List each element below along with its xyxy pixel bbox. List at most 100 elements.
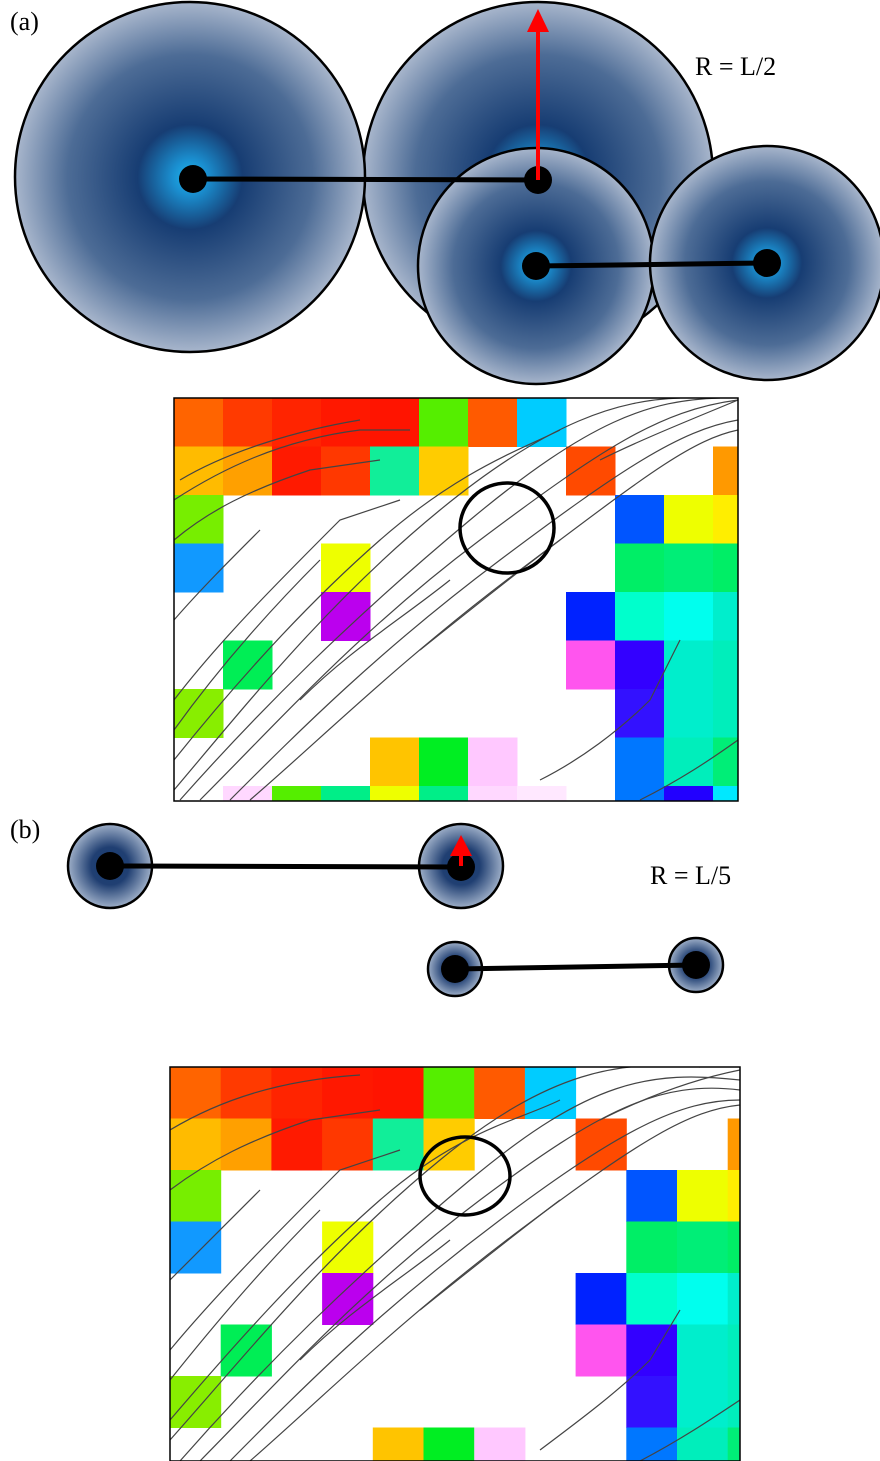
arrow-head bbox=[450, 835, 472, 856]
grid-cell bbox=[321, 543, 371, 593]
grid-cell bbox=[727, 1376, 740, 1428]
grid-cell bbox=[713, 446, 738, 496]
grid-map-a bbox=[174, 398, 738, 801]
grid-cell bbox=[713, 689, 738, 738]
grid-cell bbox=[468, 786, 518, 801]
grid-cell bbox=[423, 1118, 475, 1171]
grid-cell bbox=[727, 1221, 740, 1274]
grid-cell bbox=[677, 1221, 729, 1274]
grid-cell bbox=[615, 737, 665, 787]
grid-cell bbox=[575, 1118, 627, 1171]
grid-cell bbox=[419, 446, 469, 496]
node-point bbox=[522, 252, 550, 280]
grid-cell bbox=[713, 495, 738, 544]
grid-cell bbox=[474, 1067, 526, 1119]
grid-cell bbox=[170, 1118, 222, 1171]
grid-cell bbox=[713, 737, 738, 787]
search-circle bbox=[458, 481, 556, 575]
grid-cell bbox=[566, 640, 616, 690]
grid-cell bbox=[626, 1221, 678, 1274]
grid-cell bbox=[615, 495, 665, 544]
node-point bbox=[96, 852, 124, 880]
grid-cell bbox=[615, 592, 665, 641]
grid-cell bbox=[713, 640, 738, 690]
node-point bbox=[179, 165, 207, 193]
arrow-head bbox=[527, 9, 549, 32]
grid-cells bbox=[170, 1067, 740, 1461]
grid-cell bbox=[223, 786, 273, 801]
grid-cell bbox=[170, 1067, 222, 1119]
grid-cell bbox=[272, 446, 322, 496]
grid-cell bbox=[713, 786, 738, 801]
grid-cell bbox=[419, 398, 469, 447]
grid-cell bbox=[677, 1376, 729, 1428]
grid-cell bbox=[322, 1118, 374, 1171]
node-point bbox=[447, 853, 475, 881]
grid-cell bbox=[664, 543, 714, 593]
grid-cell bbox=[271, 1067, 323, 1119]
grid-cell bbox=[174, 543, 224, 593]
grid-cell bbox=[664, 786, 714, 801]
grid-cell bbox=[170, 1376, 222, 1428]
grid-cell bbox=[566, 592, 616, 641]
crack-lines bbox=[174, 398, 738, 801]
grid-cell bbox=[322, 1221, 374, 1274]
grid-cell bbox=[321, 592, 371, 641]
grid-cell bbox=[272, 398, 322, 447]
panel-b: (b) R = L/5 bbox=[10, 815, 741, 1461]
grid-cell bbox=[423, 1067, 475, 1119]
panel-b-radius-label: R = L/5 bbox=[650, 861, 731, 890]
grid-cell bbox=[321, 446, 371, 496]
grid-cell bbox=[474, 1427, 526, 1461]
grid-cell bbox=[370, 398, 420, 447]
grid-cell bbox=[727, 1427, 740, 1461]
node-point bbox=[441, 955, 469, 983]
grid-cell bbox=[419, 786, 469, 801]
grid-cell bbox=[677, 1427, 729, 1461]
grid-cell bbox=[615, 689, 665, 738]
grid-cell bbox=[370, 446, 420, 496]
grid-map-b bbox=[170, 1067, 740, 1461]
node-point bbox=[682, 951, 710, 979]
grid-cell bbox=[713, 592, 738, 641]
link-line bbox=[109, 863, 462, 870]
link-line bbox=[535, 260, 768, 269]
grid-cell bbox=[626, 1427, 678, 1461]
grid-cell bbox=[615, 543, 665, 593]
grid-cell bbox=[271, 1118, 323, 1171]
grid-cell bbox=[727, 1118, 740, 1171]
grid-cell bbox=[677, 1324, 729, 1377]
grid-cell bbox=[174, 446, 224, 496]
grid-cell bbox=[727, 1324, 740, 1377]
grid-cell bbox=[626, 1170, 678, 1222]
panel-b-label: (b) bbox=[10, 815, 40, 844]
grid-cell bbox=[517, 786, 567, 801]
grid-cell bbox=[174, 495, 224, 544]
crack-lines bbox=[170, 1067, 740, 1461]
grid-cell bbox=[170, 1221, 222, 1274]
grid-cell bbox=[713, 543, 738, 593]
grid-cell bbox=[615, 640, 665, 690]
grid-frame bbox=[169, 1066, 741, 1461]
grid-cell bbox=[370, 737, 420, 787]
grid-cell bbox=[223, 640, 273, 690]
grid-cell bbox=[575, 1273, 627, 1325]
grid-cell bbox=[468, 398, 518, 447]
search-circle bbox=[418, 1135, 512, 1217]
grid-cell bbox=[220, 1067, 272, 1119]
link-line bbox=[454, 962, 697, 972]
grid-cell bbox=[727, 1273, 740, 1325]
grid-cell bbox=[566, 446, 616, 496]
grid-cell bbox=[372, 1067, 424, 1119]
grid-cell bbox=[677, 1170, 729, 1222]
grid-cell bbox=[626, 1324, 678, 1377]
panel-a-label: (a) bbox=[10, 7, 39, 36]
grid-cell bbox=[664, 640, 714, 690]
grid-cell bbox=[575, 1324, 627, 1377]
grid-cell bbox=[664, 495, 714, 544]
grid-cell bbox=[626, 1376, 678, 1428]
grid-cell bbox=[468, 737, 518, 787]
link-line bbox=[192, 176, 539, 183]
grid-cell bbox=[321, 786, 371, 801]
